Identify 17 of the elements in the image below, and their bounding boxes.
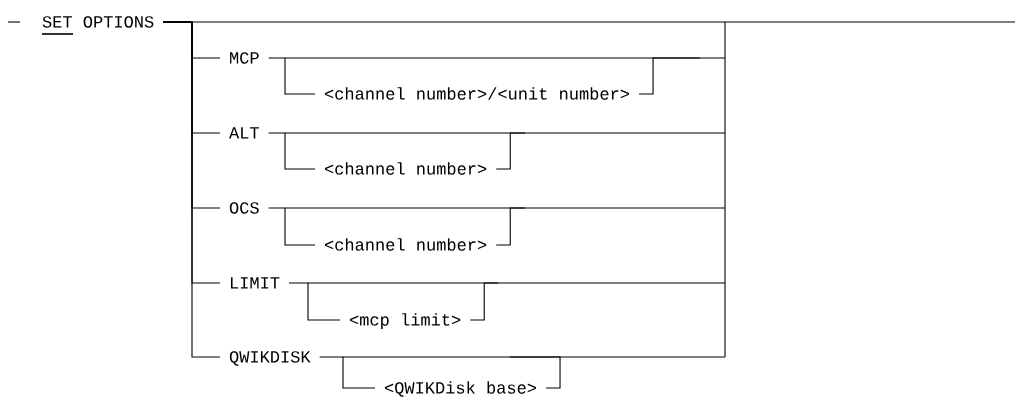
syntax-line <box>162 21 221 358</box>
syntax-line <box>268 207 316 246</box>
keyword: OCS <box>229 202 259 214</box>
parameter-text: <mcp limit> <box>349 313 461 330</box>
syntax-line <box>319 356 376 389</box>
syntax-line <box>268 57 316 95</box>
parameter-text: <channel number>/<unit number> <box>324 87 630 100</box>
parameter-text: <channel number> <box>324 238 487 251</box>
parameter-text: <QWIKDisk base> <box>384 381 537 397</box>
keyword: QWIKDISK <box>229 351 311 366</box>
keyword: ALT <box>229 127 259 139</box>
keyword: SET OPTIONS <box>42 16 154 28</box>
parameter-text: <channel number> <box>324 162 487 175</box>
syntax-line <box>288 282 341 321</box>
keyword: LIMIT <box>230 277 280 289</box>
keyword: MCP <box>230 52 259 64</box>
syntax-line <box>268 132 316 170</box>
